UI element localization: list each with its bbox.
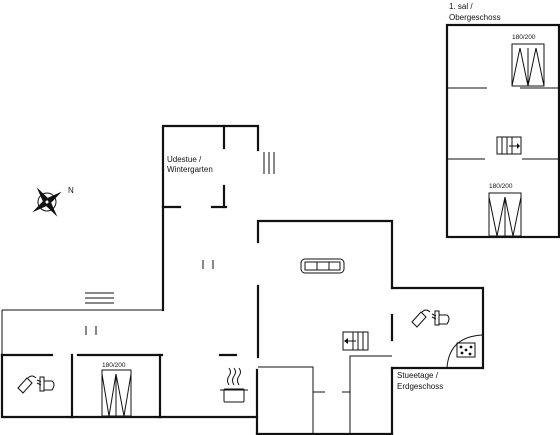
window-marker-hall — [85, 292, 114, 304]
cooking-pot-icon — [220, 367, 248, 403]
upper-bed-top — [511, 43, 545, 87]
upper-staircase — [496, 136, 522, 155]
hot-tub-icon — [446, 334, 483, 369]
wintergarden-label-line2: Wintergarten — [167, 165, 213, 174]
wintergarden-label-line1: Udestue / — [167, 155, 202, 164]
upper-bed-bottom — [488, 192, 522, 237]
ground-floor-label-line1: Stueetage / — [397, 371, 438, 380]
shower-icon-left — [17, 375, 37, 394]
shower-icon-right — [411, 309, 431, 328]
upper-bed-top-size: 180/200 — [512, 34, 536, 41]
upper-floor-walls — [445, 23, 560, 239]
upper-floor-label-line1: 1. sal / — [449, 2, 473, 11]
upper-floor-label-line2: Obergeschoss — [449, 13, 501, 22]
compass-north-label: N — [68, 186, 74, 195]
ground-staircase — [342, 331, 369, 351]
ground-floor-walls — [0, 124, 485, 435]
window-marker-top — [263, 152, 275, 174]
compass-rose-icon — [32, 187, 62, 217]
ground-bed — [101, 369, 132, 417]
ground-floor-label-line2: Erdgeschoss — [397, 382, 444, 391]
ground-bed-size: 180/200 — [102, 362, 126, 369]
toilet-icon-left — [36, 376, 55, 392]
sofa-icon — [300, 258, 345, 274]
toilet-icon-right — [431, 310, 450, 326]
upper-bed-bottom-size: 180/200 — [489, 183, 513, 190]
